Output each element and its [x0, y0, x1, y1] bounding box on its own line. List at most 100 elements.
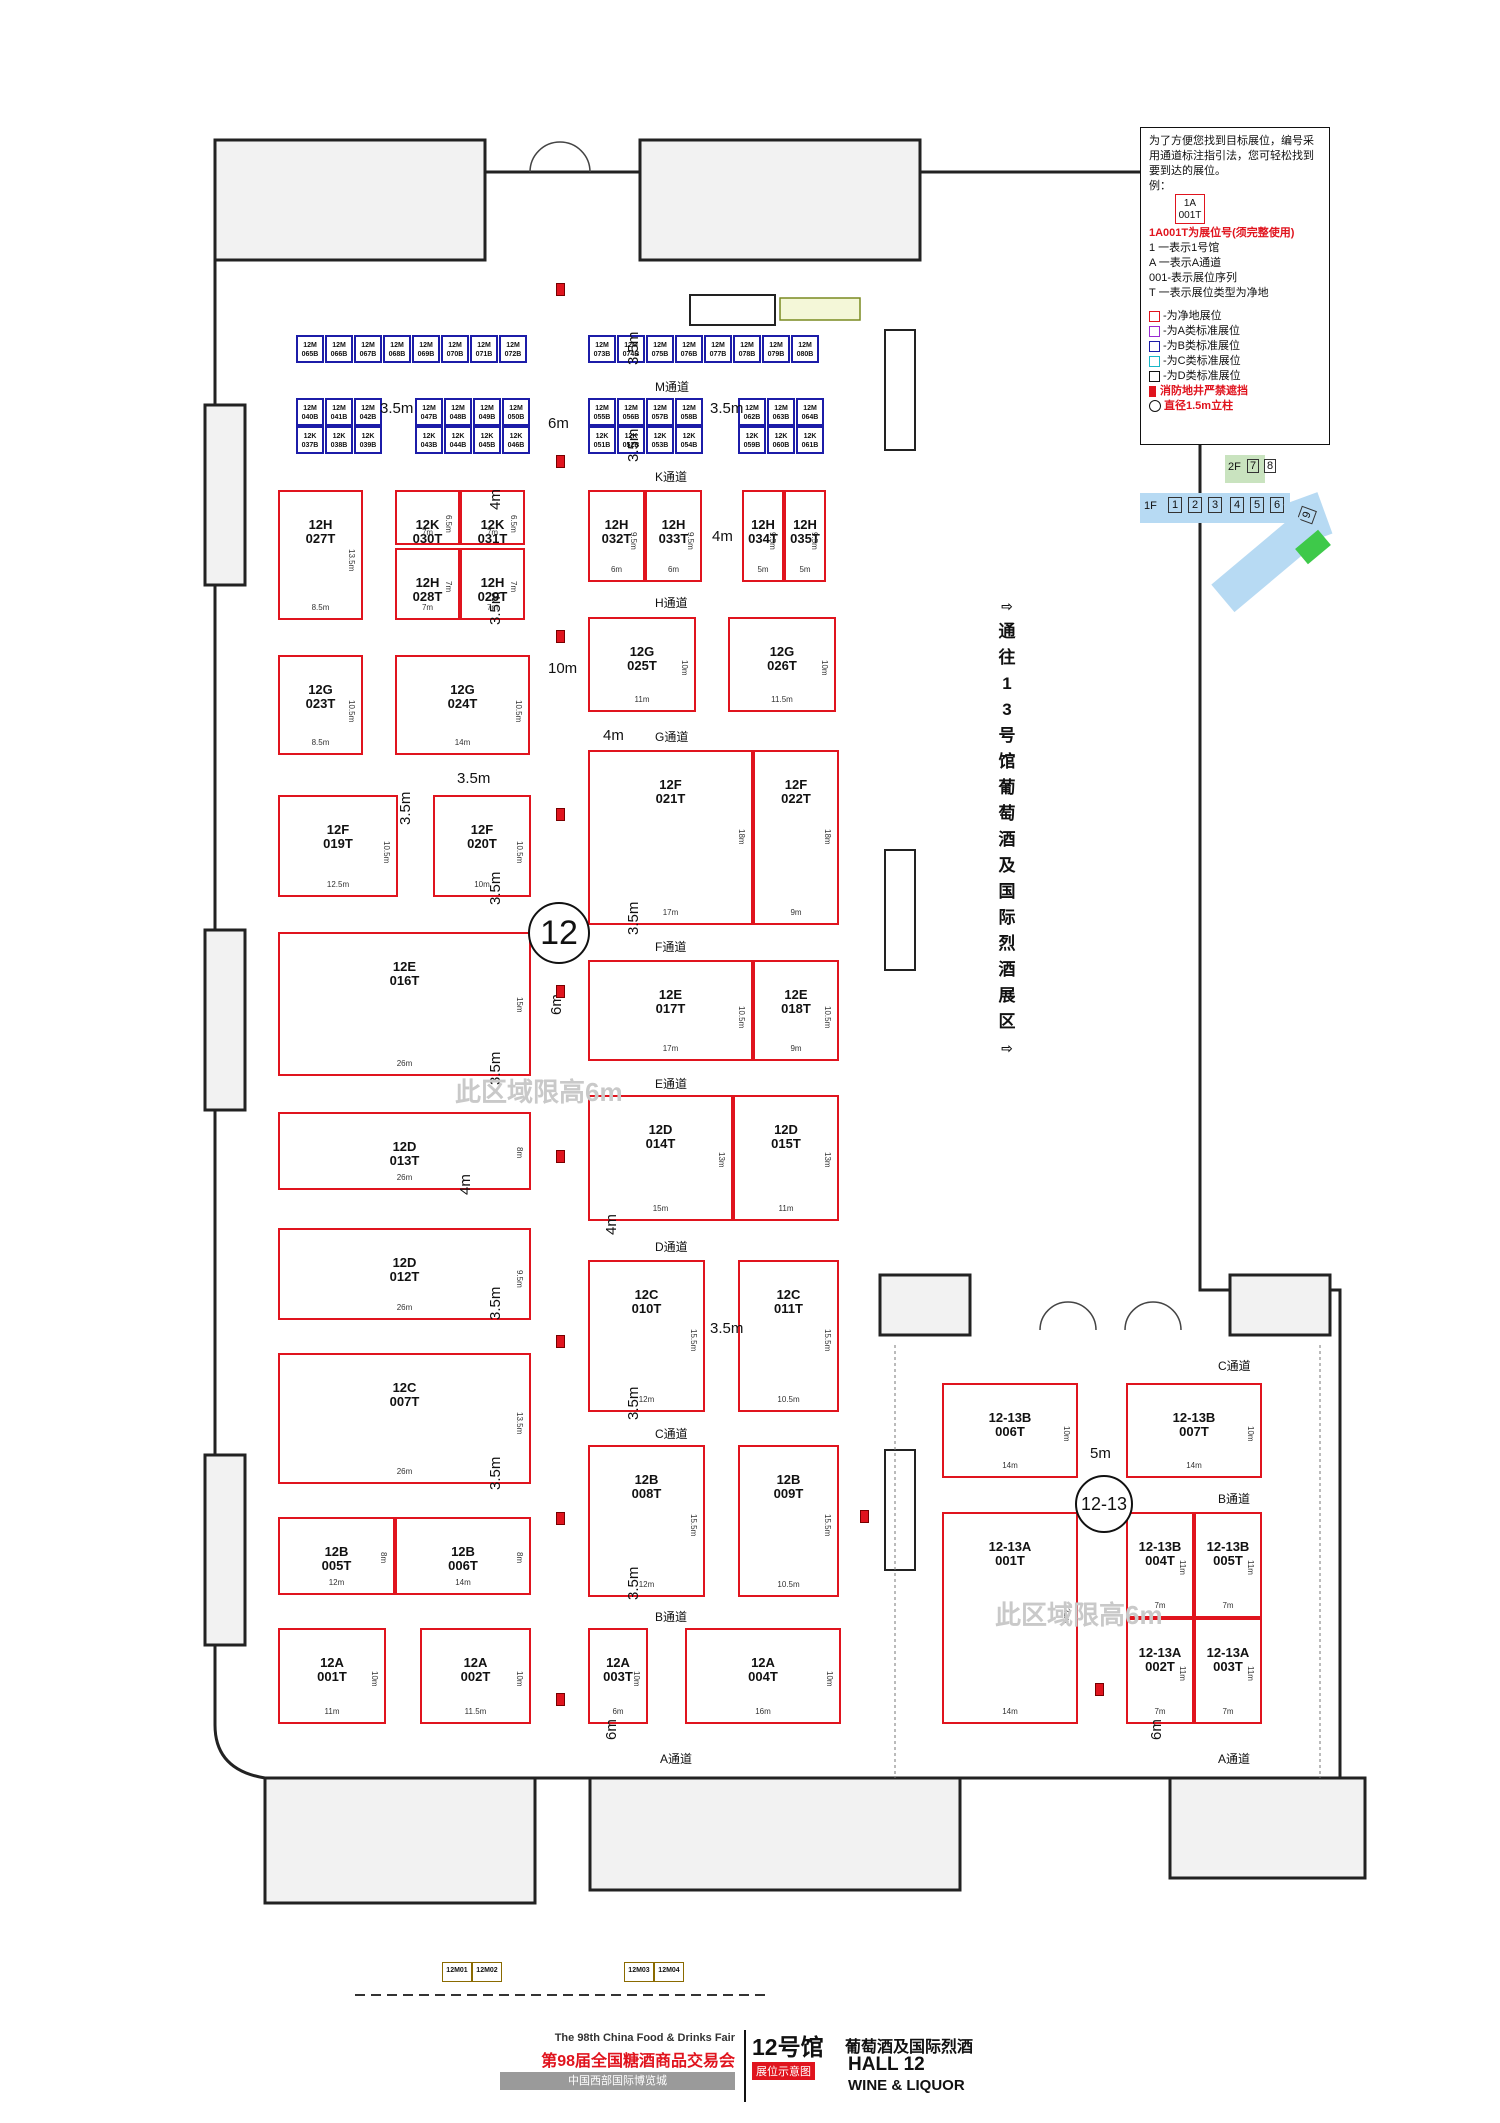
legend-line-1: A 一表示A通道: [1149, 257, 1222, 269]
legend-color-swatch: [1149, 355, 1160, 367]
fire-hydrant-icon: [556, 455, 565, 468]
booth-height: 18m: [737, 828, 746, 845]
floor-n7: 7: [1247, 459, 1260, 473]
aisle-width-label: 4m: [603, 727, 624, 744]
aisle-width-label: 3.5m: [487, 591, 504, 625]
booth-width: 26m: [396, 1467, 413, 1476]
aisle-width-label: 4m: [487, 489, 504, 510]
aisle-width-label: 3.5m: [380, 400, 414, 417]
std-booth-k-13: 12K 061B: [796, 426, 824, 454]
std-booth-k-8: 12K 052B: [617, 426, 645, 454]
aisle-width-label: 3.5m: [397, 791, 414, 825]
booth-height: 9.5m: [768, 531, 777, 550]
floor-n3: 3: [1208, 497, 1223, 513]
fire-hydrant-icon: [556, 283, 565, 296]
floor-2f: 2F: [1228, 461, 1241, 473]
std-booth-m-6: 12M 071B: [470, 335, 498, 363]
std-booth-m-14: 12M 079B: [762, 335, 790, 363]
booth-height: 10.5m: [382, 841, 391, 864]
booth-label: 12-13B 007T: [1172, 1410, 1216, 1439]
legend-pillar-text: 直径1.5m立柱: [1164, 400, 1234, 412]
booth-width: 11m: [778, 1204, 794, 1213]
booth-height: 10m: [1062, 1425, 1071, 1442]
aisle-width-label: 3.5m: [710, 400, 744, 417]
booth-label: 12F 021T: [655, 777, 686, 806]
std-booth-m-1: 12M 066B: [325, 335, 353, 363]
booth-height: 8m: [515, 1147, 524, 1159]
booth-width: 5m: [757, 565, 769, 574]
booth-height: 10m: [680, 659, 689, 676]
booth-width: 17m: [662, 1044, 679, 1053]
booth-label: 12C 011T: [774, 1287, 803, 1316]
booth-label: 12H 029T: [477, 575, 508, 604]
booth-label: 12E 016T: [389, 959, 420, 988]
floor-n1: 1: [1168, 497, 1183, 513]
booth-height: 15.5m: [823, 1513, 832, 1536]
fire-hydrant-icon: [556, 1512, 565, 1525]
booth-height: 10m: [370, 1671, 379, 1687]
booth-12F-021T: 12F 021T 17m 18m: [588, 750, 753, 925]
booth-width: 11.5m: [771, 695, 793, 704]
std-booth-m2-5: 12M 049B: [473, 398, 501, 426]
std-booth-m-11: 12M 076B: [675, 335, 703, 363]
booth-width: 17m: [662, 908, 679, 917]
booth-width: 11m: [634, 695, 650, 704]
booth-label: 12D 012T: [389, 1255, 420, 1284]
aisle-width-label: 3.5m: [710, 1320, 744, 1337]
aisle-width-label: 3.5m: [487, 1286, 504, 1320]
fire-hydrant-icon: [556, 1335, 565, 1348]
footer-divider: [744, 2030, 746, 2102]
aisle-c: C通道: [655, 1427, 688, 1441]
std-booth-m2-6: 12M 050B: [502, 398, 530, 426]
std-booth-m-10: 12M 075B: [646, 335, 674, 363]
direction-arrow-icon: ⇨: [1001, 598, 1013, 614]
std-booth-m2-8: 12M 056B: [617, 398, 645, 426]
booth-label: 12H 032T: [601, 517, 632, 546]
hall-name-en: HALL 12: [848, 2054, 925, 2075]
std-booth-m-7: 12M 072B: [499, 335, 527, 363]
booth-label: 12E 018T: [781, 987, 811, 1016]
booth-label: 12-13A 002T: [1138, 1645, 1182, 1674]
direction-char: 及: [998, 856, 1016, 875]
booth-label: 12B 009T: [773, 1472, 804, 1501]
booth-width: 5m: [799, 565, 811, 574]
booth-width: 7m: [1154, 1601, 1166, 1610]
booth-height: 6.5m: [444, 514, 453, 533]
legend-booth-types: -为净地展位-为A类标准展位-为B类标准展位-为C类标准展位-为D类标准展位: [1149, 309, 1321, 384]
booth-width: 14m: [1002, 1461, 1018, 1470]
booth-label: 12F 020T: [467, 822, 497, 851]
std-booth-m-4: 12M 069B: [412, 335, 440, 363]
std-booth-m2-12: 12M 063B: [767, 398, 795, 426]
booth-height: 9.5m: [515, 1269, 524, 1288]
booth-width: 10m: [474, 880, 490, 889]
booth-width: 9m: [790, 1044, 802, 1053]
fire-hydrant-icon: [556, 1150, 565, 1163]
legend-example-booth: 1A 001T: [1175, 194, 1205, 224]
booth-label: 12G 026T: [767, 644, 797, 673]
std-booth-m2-1: 12M 041B: [325, 398, 353, 426]
booth-width: 11m: [324, 1707, 340, 1716]
venue-name: 中国西部国际博览城: [500, 2072, 735, 2090]
booth-height: 15.5m: [689, 1328, 698, 1351]
hall-12-13-circle: 12-13: [1075, 1475, 1133, 1533]
booth-width: 6m: [610, 565, 623, 574]
aisle-h: H通道: [655, 596, 688, 610]
std-booth-m2-7: 12M 055B: [588, 398, 616, 426]
booth-width: 7m: [486, 603, 499, 612]
std-booth-k-6: 12K 046B: [502, 426, 530, 454]
booth-height: 11m: [1178, 1665, 1187, 1681]
